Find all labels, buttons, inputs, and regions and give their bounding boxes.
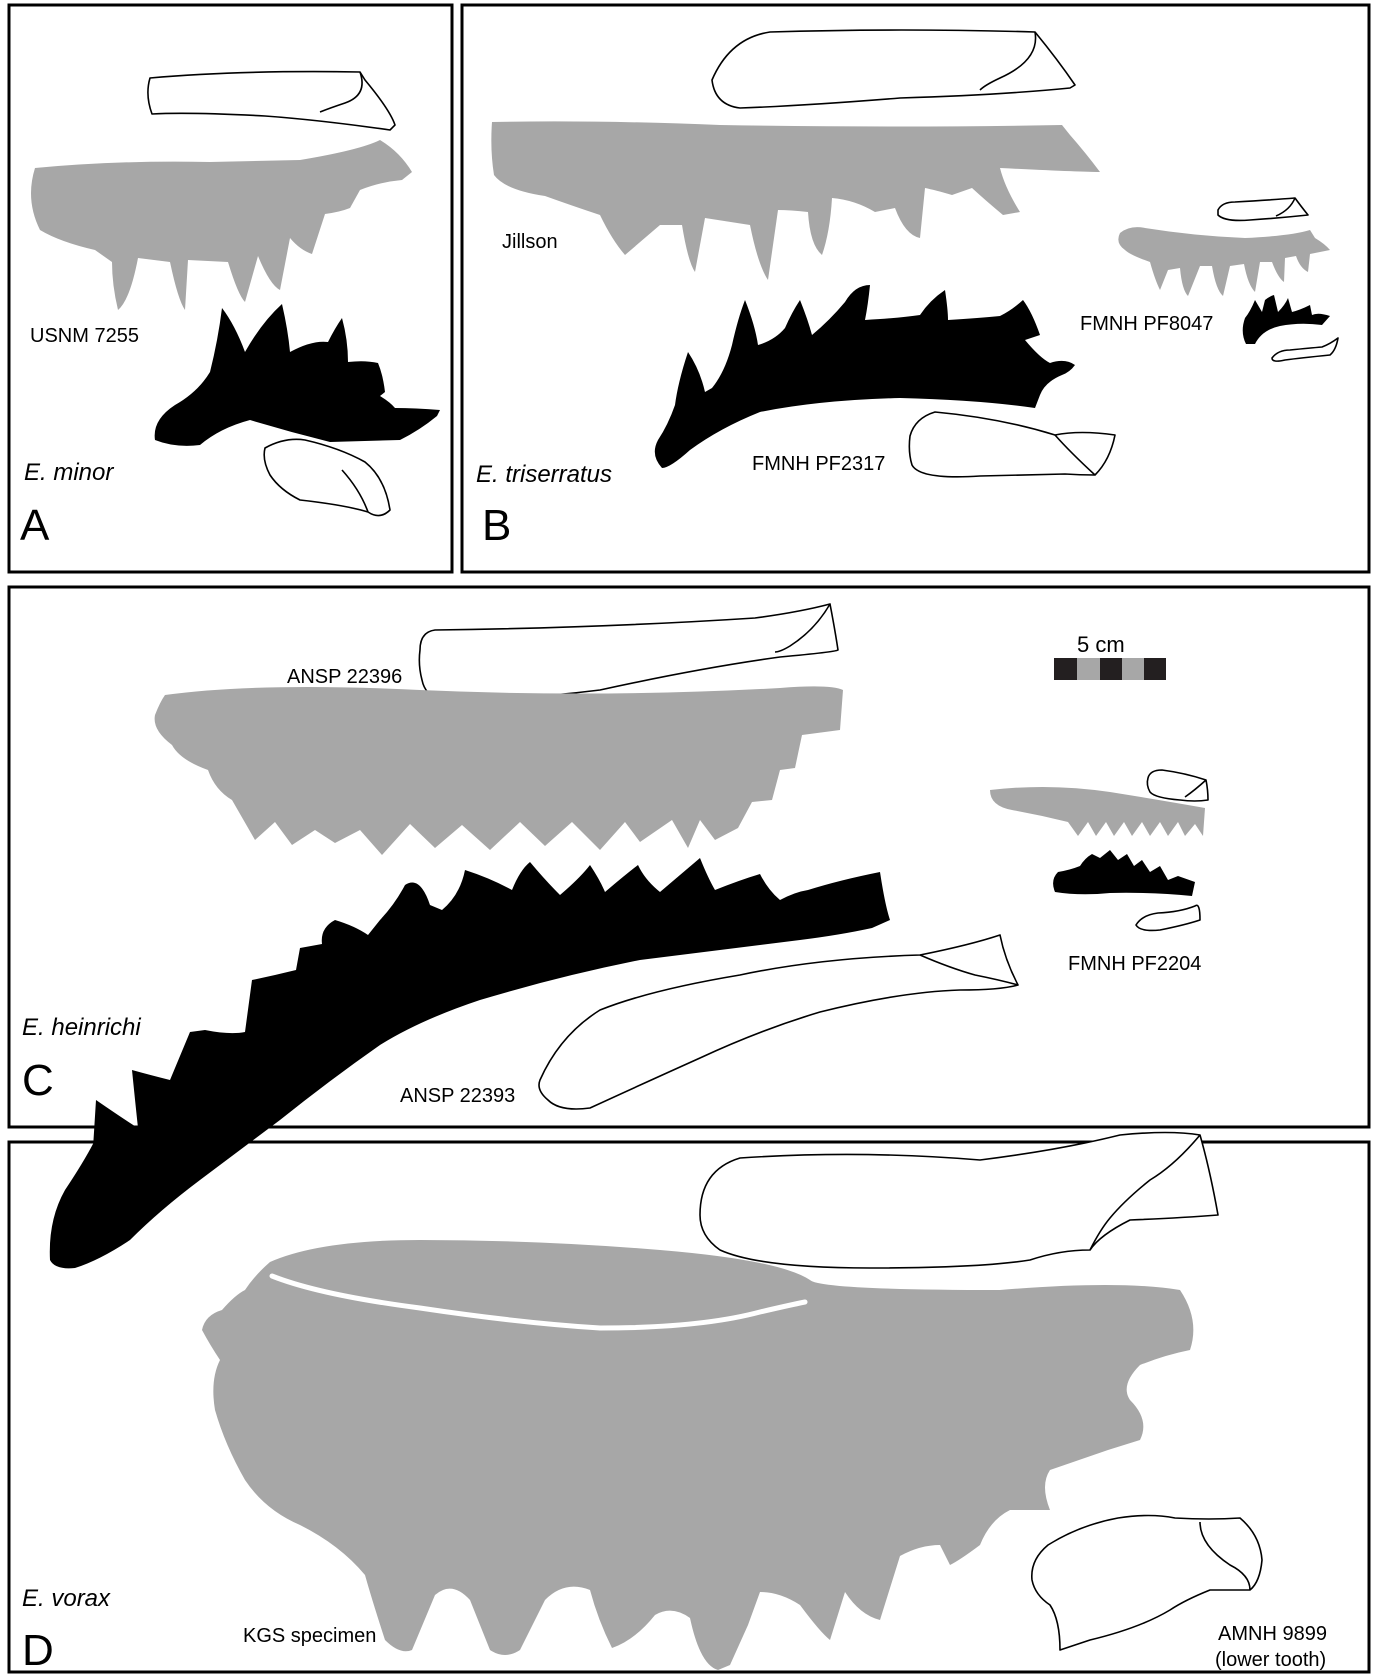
panel-b-gray-jaw-jillson [491, 121, 1100, 280]
panel-d-upper-tooth-outline [700, 1133, 1218, 1269]
panel-d-gray-jaw-kgs [202, 1240, 1193, 1670]
panel-b-small-upper-tooth-outline [1218, 198, 1308, 220]
panel-b-upper-tooth-outline [712, 30, 1075, 108]
panel-a-black-jaw [155, 304, 440, 446]
panel-c-upper-label: ANSP 22396 [287, 666, 402, 688]
panel-d-tooth-label-line2: (lower tooth) [1215, 1649, 1326, 1671]
panel-b-jaw-label: FMNH PF2317 [752, 453, 885, 475]
panel-a-letter: A [20, 501, 50, 550]
panel-c-species-name: E. heinrichi [22, 1014, 141, 1041]
panel-c-small-lower-tooth-outline [1136, 905, 1200, 930]
panel-c-small-black-jaw [1053, 850, 1195, 896]
panel-a-upper-tooth-outline [148, 72, 395, 130]
panel-c-letter: C [22, 1056, 54, 1105]
panel-a-lower-tooth-outline [264, 439, 390, 515]
panel-c-small-label: FMNH PF2204 [1068, 953, 1201, 975]
panel-b-small-lower-tooth-outline [1272, 338, 1338, 361]
panel-b-small-label: FMNH PF8047 [1080, 313, 1213, 335]
panel-c-gray-jaw [155, 686, 843, 855]
panel-b-letter: B [482, 501, 511, 550]
panel-d-species-name: E. vorax [22, 1585, 111, 1612]
panel-b-species-name: E. triserratus [476, 461, 612, 488]
panel-d-letter: D [22, 1626, 54, 1675]
panel-a-gray-jaw [31, 140, 412, 310]
panel-d-gray-label: KGS specimen [243, 1625, 376, 1647]
panel-b-small-gray-jaw [1118, 227, 1330, 296]
scale-bar-segment-1 [1054, 658, 1077, 680]
scale-bar-segment-2 [1077, 658, 1100, 680]
panel-b: Jillson FMNH PF8047 FMNH PF2317 E. trise… [476, 30, 1338, 550]
panel-b-small-black-jaw [1243, 295, 1330, 344]
panel-d-tooth-label-line1: AMNH 9899 [1218, 1623, 1327, 1645]
panel-a: USNM 7255 E. minor A [20, 72, 440, 550]
scale-bar-segment-3 [1100, 658, 1122, 680]
scale-bar: 5 cm [1054, 632, 1166, 680]
panel-d: KGS specimen AMNH 9899 (lower tooth) E. … [22, 1133, 1327, 1676]
scale-bar-segment-5 [1144, 658, 1166, 680]
panel-c-jaw-label: ANSP 22393 [400, 1085, 515, 1107]
panel-a-species-name: E. minor [24, 459, 114, 486]
panel-b-lower-tooth-outline [909, 412, 1115, 477]
scale-bar-label: 5 cm [1077, 632, 1125, 657]
scale-bar-segment-4 [1122, 658, 1144, 680]
panel-a-specimen-label: USNM 7255 [30, 325, 139, 347]
panel-b-gray-label: Jillson [502, 231, 558, 253]
